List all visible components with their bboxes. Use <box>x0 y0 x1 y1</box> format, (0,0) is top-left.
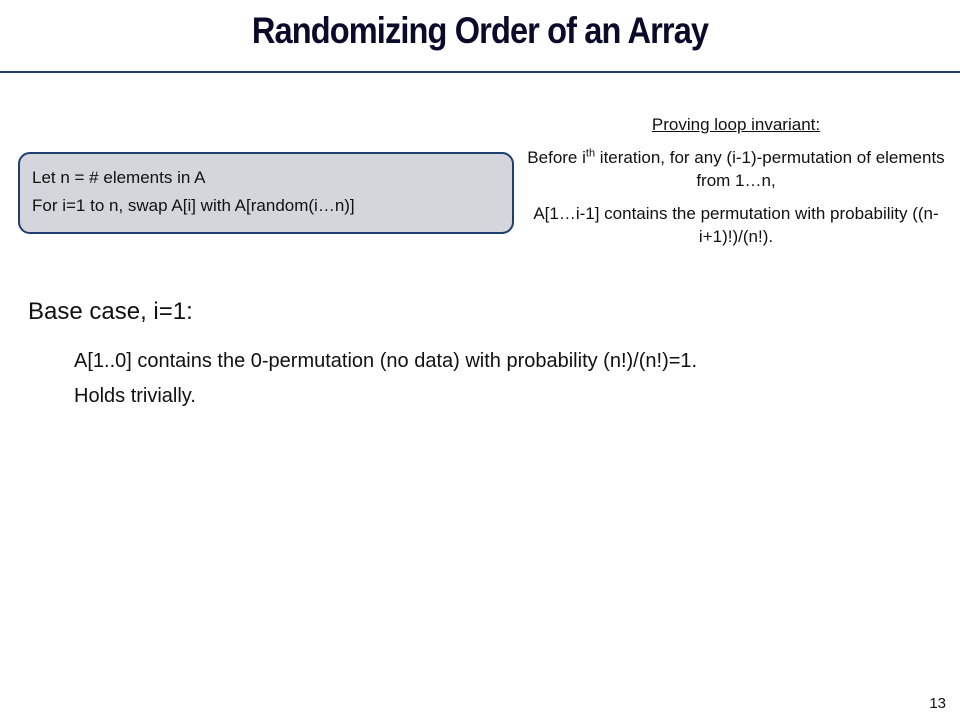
algorithm-line-1: Let n = # elements in A <box>32 168 206 187</box>
invariant-superscript: th <box>585 147 596 160</box>
base-case-heading: Base case, i=1: <box>28 298 193 325</box>
base-case-body: A[1..0] contains the 0-permutation (no d… <box>74 344 697 414</box>
algorithm-box: Let n = # elements in A For i=1 to n, sw… <box>18 152 514 234</box>
invariant-heading: Proving loop invariant: <box>651 115 821 134</box>
page-number: 13 <box>929 695 946 712</box>
title-divider <box>0 71 960 73</box>
algorithm-line-2: For i=1 to n, swap A[i] with A[random(i…… <box>32 196 355 215</box>
base-case-line-1: A[1..0] contains the 0-permutation (no d… <box>74 350 698 372</box>
loop-invariant-block: Proving loop invariant: Before ith itera… <box>526 114 946 258</box>
invariant-prefix: Before i <box>527 148 586 167</box>
invariant-probability: A[1…i-1] contains the permutation with p… <box>533 204 939 246</box>
invariant-statement: Before ith iteration, for any (i-1)-perm… <box>526 146 946 192</box>
base-case-line-2: Holds trivially. <box>74 385 196 407</box>
slide-title: Randomizing Order of an Array <box>251 10 709 51</box>
invariant-rest: iteration, for any (i-1)-permutation of … <box>595 148 945 190</box>
